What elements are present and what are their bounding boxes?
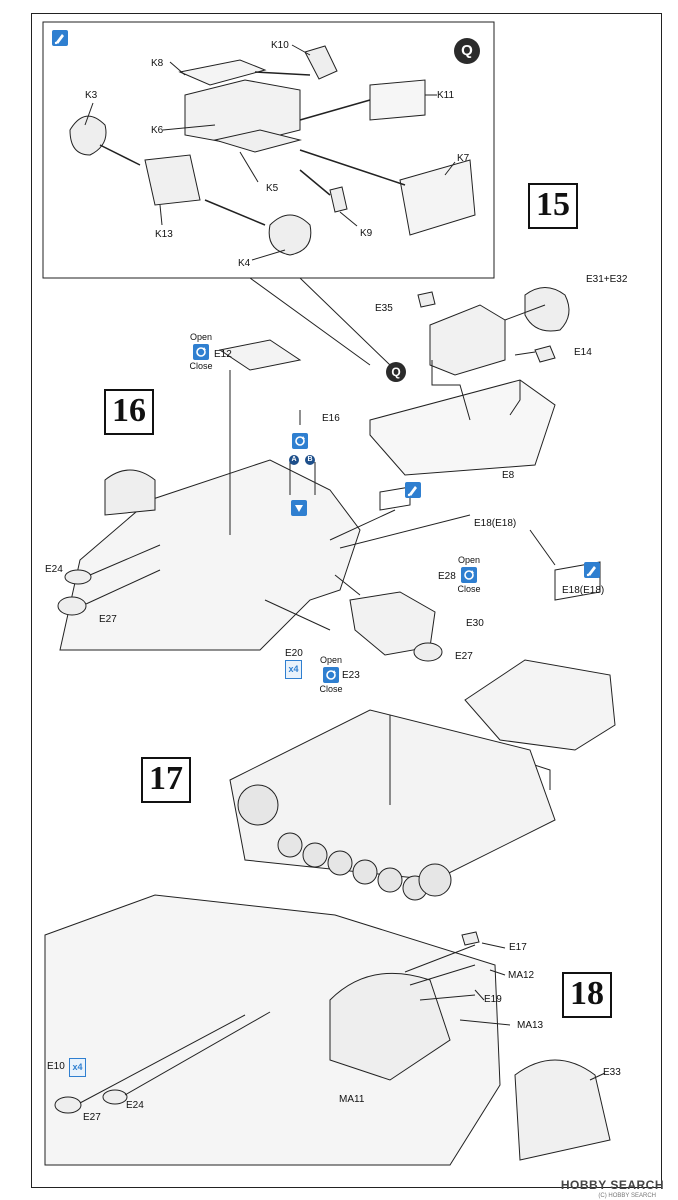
badge-b: B	[305, 455, 315, 465]
badge-a: A	[289, 455, 299, 465]
part-k4	[268, 214, 312, 256]
label-e27c: E27	[83, 1112, 101, 1123]
label-e18: E18(E18)	[474, 518, 517, 529]
part-e27c	[54, 1096, 82, 1114]
label-e12: E12	[214, 349, 232, 360]
part-k9	[329, 186, 348, 213]
label-e24: E24	[45, 564, 63, 575]
part-k11	[369, 79, 426, 121]
part-e31-e32	[524, 287, 570, 332]
rotate-icon	[461, 567, 477, 583]
step-17-number: 17	[141, 757, 191, 803]
part-k3	[69, 115, 107, 156]
part-e35	[417, 291, 436, 308]
glue-icon	[405, 482, 421, 498]
open-label: Open	[319, 655, 343, 665]
part-finished-16	[464, 659, 616, 751]
part-e35-assy	[429, 304, 506, 376]
quantity-badge: x4	[69, 1058, 86, 1077]
close-label: Close	[457, 584, 481, 594]
watermark: HOBBY SEARCH	[561, 1178, 664, 1192]
label-e23: E23	[342, 670, 360, 681]
label-k10: K10	[271, 40, 289, 51]
part-mantlet	[104, 469, 156, 516]
close-label: Close	[319, 684, 343, 694]
label-k5: K5	[266, 183, 279, 194]
label-k11: K11	[437, 90, 455, 101]
part-e12	[218, 339, 302, 371]
label-e31-e32: E31+E32	[586, 274, 628, 285]
label-e8: E8	[502, 470, 515, 481]
open-close-e23: Open Close	[316, 655, 346, 695]
label-e24b: E24	[126, 1100, 144, 1111]
label-e19: E19	[484, 994, 502, 1005]
label-k7: K7	[457, 153, 470, 164]
page-frame	[31, 13, 662, 1188]
part-k10	[304, 45, 338, 80]
label-e17: E17	[509, 942, 527, 953]
label-e14: E14	[574, 347, 592, 358]
glue-icon	[584, 562, 600, 578]
open-label: Open	[189, 332, 213, 342]
step-16-number: 16	[104, 389, 154, 435]
label-e10: E10	[47, 1061, 65, 1072]
label-e28: E28	[438, 571, 456, 582]
part-e27	[57, 596, 87, 616]
part-e24b	[102, 1089, 128, 1105]
part-k5	[213, 129, 302, 153]
part-k8	[178, 59, 267, 86]
subassembly-q-ref-badge: Q	[386, 362, 406, 382]
copyright: (C) HOBBY SEARCH	[598, 1193, 656, 1199]
step-18-number: 18	[562, 972, 612, 1018]
part-e14	[534, 345, 556, 363]
part-k6	[184, 79, 301, 146]
close-label: Close	[189, 361, 213, 371]
part-mantlet-18	[329, 972, 451, 1081]
part-e24	[64, 569, 92, 585]
label-ma11: MA11	[339, 1094, 365, 1105]
part-k7	[399, 159, 476, 236]
label-e27b: E27	[455, 651, 473, 662]
part-superstructure	[59, 459, 361, 651]
label-k8: K8	[151, 58, 164, 69]
step-15-number: 15	[528, 183, 578, 229]
part-e17	[461, 931, 480, 946]
open-close-e12: Open Close	[186, 332, 216, 372]
label-k3: K3	[85, 90, 98, 101]
label-ma12: MA12	[508, 970, 535, 981]
open-close-e28: Open Close	[454, 555, 484, 595]
rotate-icon	[323, 667, 339, 683]
label-e35: E35	[375, 303, 393, 314]
label-e30: E30	[466, 618, 484, 629]
part-hull-18	[44, 894, 501, 1166]
label-k9: K9	[360, 228, 373, 239]
part-k13	[144, 154, 201, 206]
part-e27b	[413, 642, 443, 662]
glue-icon	[52, 30, 68, 46]
part-chassis	[229, 709, 556, 881]
rotate-icon	[193, 344, 209, 360]
label-ma13: MA13	[517, 1020, 544, 1031]
label-e16: E16	[322, 413, 340, 424]
quantity-badge: x4	[285, 660, 302, 679]
subassembly-q-badge: Q	[454, 38, 480, 64]
detail-box-e18	[379, 486, 411, 511]
label-k4: K4	[238, 258, 251, 269]
label-k6: K6	[151, 125, 164, 136]
open-label: Open	[457, 555, 481, 565]
rotate-icon	[292, 433, 308, 449]
label-k13: K13	[155, 229, 173, 240]
label-e33: E33	[603, 1067, 621, 1078]
cement-icon	[291, 500, 307, 516]
watermark-text: HOBBY SEARCH	[560, 1178, 664, 1192]
label-e20: E20	[285, 648, 303, 659]
label-e27: E27	[99, 614, 117, 625]
subassembly-frame	[42, 21, 495, 279]
part-e33	[514, 1059, 611, 1161]
label-e18b: E18(E18)	[562, 585, 605, 596]
